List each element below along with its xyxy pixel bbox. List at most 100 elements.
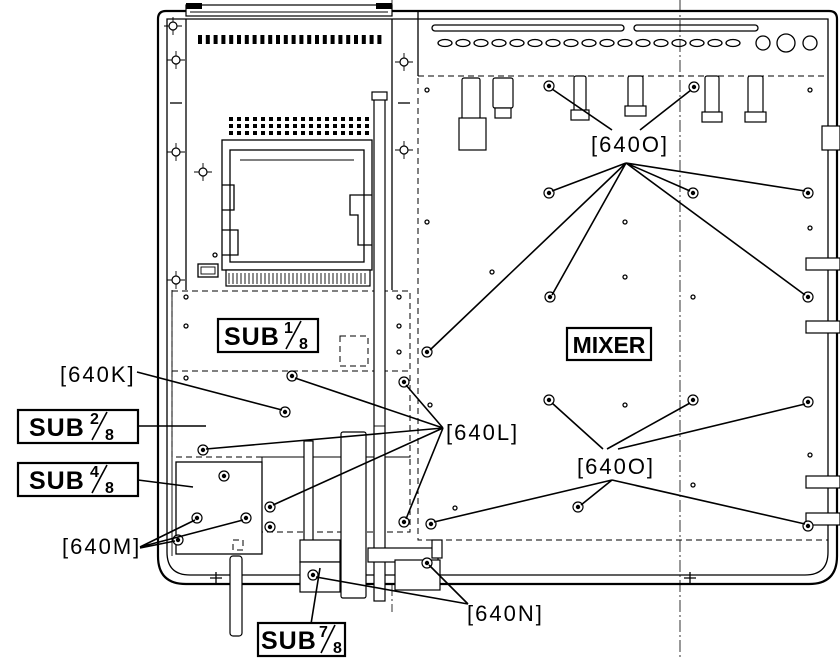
callout-640l: [640L] bbox=[446, 420, 519, 445]
top-bracket bbox=[185, 4, 393, 17]
vent-slot bbox=[229, 35, 234, 44]
vent-hole bbox=[253, 117, 257, 121]
jack-opening bbox=[200, 266, 216, 275]
vent-hole bbox=[349, 124, 353, 128]
vent-hole bbox=[349, 117, 353, 121]
vent-hole bbox=[317, 131, 321, 135]
screw-recess bbox=[690, 190, 696, 196]
vent-hole bbox=[325, 124, 329, 128]
fraction-numerator: 7 bbox=[319, 624, 328, 641]
leader-640o-lower-bottom bbox=[433, 479, 806, 525]
vent-hole bbox=[229, 117, 233, 121]
panel-oval-hole bbox=[707, 38, 723, 48]
ribbon-connector bbox=[492, 77, 514, 109]
label-text: SUB bbox=[29, 414, 85, 442]
fraction-slash bbox=[91, 411, 108, 441]
screw bbox=[802, 520, 814, 532]
vent-hole bbox=[301, 131, 305, 135]
screw bbox=[687, 394, 699, 406]
card-slot-connector bbox=[225, 269, 371, 287]
vent-slot bbox=[268, 35, 273, 44]
ribbon-connector bbox=[747, 75, 764, 117]
panel-oval-hole bbox=[635, 38, 651, 48]
leader-640o-lower-top bbox=[551, 402, 806, 450]
panel-oval-hole bbox=[617, 38, 633, 48]
foot-mark-left bbox=[210, 572, 222, 584]
panel-slot-left bbox=[431, 24, 625, 32]
screw bbox=[279, 406, 291, 418]
mounting-screw-head bbox=[171, 275, 181, 285]
hole bbox=[807, 225, 813, 231]
sub4-connector-outline bbox=[232, 539, 244, 551]
connector-base bbox=[624, 105, 647, 117]
card-slot-left-bracket bbox=[222, 184, 239, 256]
sub4-cable bbox=[229, 555, 243, 637]
sub2-board-outline bbox=[171, 371, 411, 458]
hole bbox=[452, 505, 458, 511]
chassis-frame bbox=[156, 3, 839, 586]
side-tab bbox=[805, 512, 840, 526]
mounting-screw-head bbox=[168, 21, 178, 31]
mixer-board-outline bbox=[417, 75, 829, 541]
hole bbox=[622, 274, 628, 280]
lower-hardware bbox=[229, 91, 443, 637]
vent-slot bbox=[315, 35, 319, 44]
ribbon-connector bbox=[627, 75, 644, 111]
vent-slot bbox=[221, 35, 226, 44]
screw bbox=[802, 187, 814, 199]
card-slot-right-bracket bbox=[349, 194, 372, 246]
vent-hole bbox=[333, 131, 337, 135]
vent-hole bbox=[229, 124, 233, 128]
sub1-connector-outline bbox=[339, 335, 369, 367]
vent-slot bbox=[354, 35, 358, 44]
label-box bbox=[565, 326, 653, 362]
leader-640n bbox=[315, 564, 469, 605]
connector-base bbox=[701, 111, 723, 123]
panel-oval-hole bbox=[689, 38, 705, 48]
connector-base bbox=[494, 107, 512, 119]
callout-labels: [640K] [640L] [640M] [640N] [640O] [640O… bbox=[60, 132, 667, 626]
screw-recess bbox=[401, 379, 407, 385]
hole bbox=[807, 452, 813, 458]
screw bbox=[802, 396, 814, 408]
panel-oval-hole bbox=[653, 38, 669, 48]
screw bbox=[543, 80, 555, 92]
panel-oval-hole bbox=[725, 38, 741, 48]
vent-hole bbox=[261, 124, 265, 128]
screw bbox=[286, 370, 298, 382]
screw-recess bbox=[243, 515, 249, 521]
screw-recess bbox=[805, 294, 811, 300]
hole bbox=[183, 294, 189, 300]
screw-recess bbox=[691, 84, 697, 90]
panel-oval-hole bbox=[455, 38, 471, 48]
screw-recess bbox=[267, 524, 273, 530]
leader-640o-upper-top bbox=[551, 88, 692, 131]
vent-hole bbox=[365, 117, 369, 121]
vent-hole bbox=[253, 124, 257, 128]
screw-recess bbox=[221, 473, 227, 479]
label-text: SUB bbox=[224, 323, 280, 351]
label-text: MIXER bbox=[573, 332, 646, 358]
card-slot-inner bbox=[229, 149, 365, 263]
hole bbox=[396, 349, 402, 355]
mounting-screw bbox=[167, 143, 185, 161]
vent-slot bbox=[369, 35, 374, 44]
vent-hole bbox=[301, 117, 305, 121]
label-sub-1-8: SUB 1 8 bbox=[216, 317, 320, 354]
vent-hole bbox=[237, 117, 241, 121]
label-mixer: MIXER bbox=[565, 326, 653, 362]
connector-block bbox=[458, 117, 487, 151]
screw-recess bbox=[175, 537, 181, 543]
screw-recess bbox=[200, 447, 206, 453]
vent-hole bbox=[333, 117, 337, 121]
hole bbox=[424, 219, 430, 225]
mounting-screw bbox=[167, 51, 185, 69]
mounting-screw bbox=[395, 141, 413, 159]
mounting-screw-head bbox=[399, 57, 409, 67]
vent-hole bbox=[237, 124, 241, 128]
screw bbox=[218, 470, 230, 482]
vent-slot bbox=[291, 35, 296, 44]
vent-hole bbox=[357, 117, 361, 121]
vent-hole bbox=[309, 131, 313, 135]
